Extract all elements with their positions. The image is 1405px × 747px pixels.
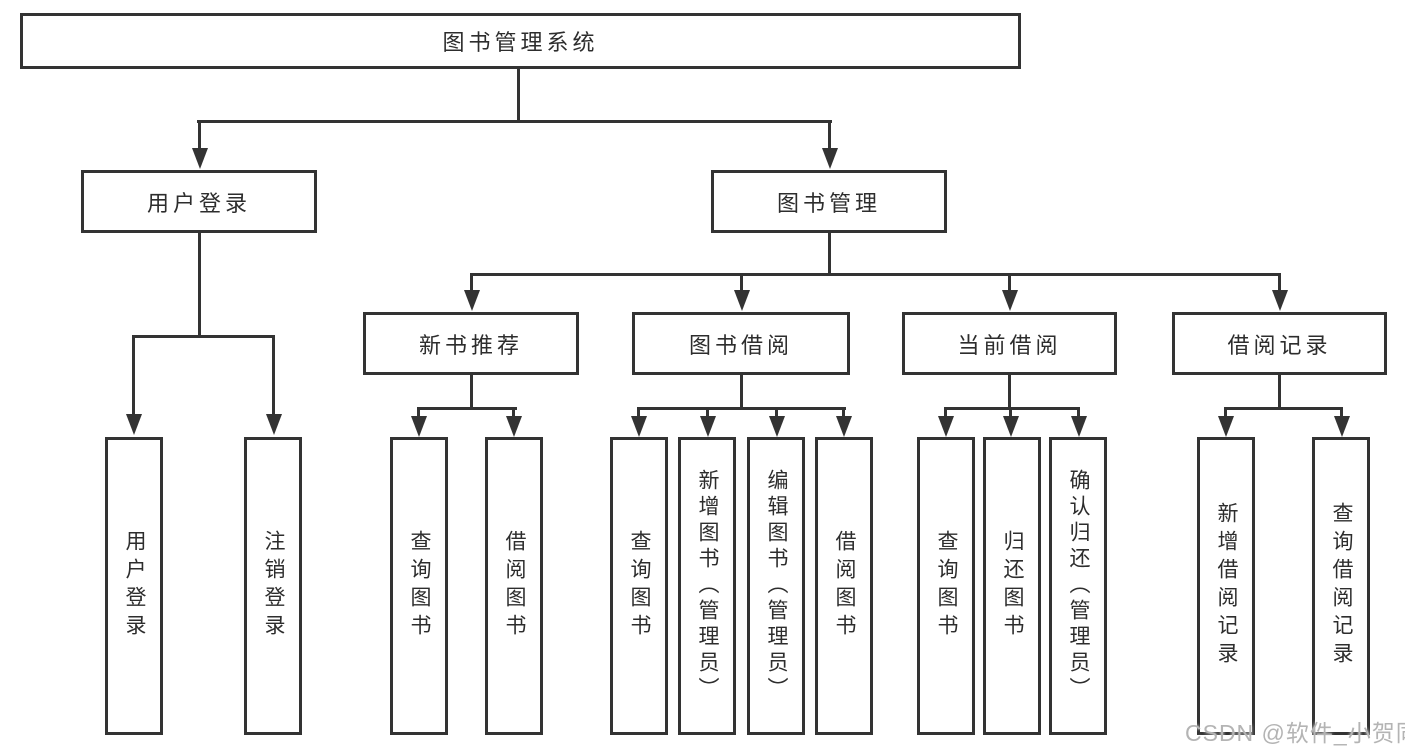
arrow-to-user-login — [191, 121, 208, 169]
node-user-login: 用户登录 — [81, 170, 317, 233]
arrow-currentborrow-leaf-3 — [1070, 409, 1087, 437]
connector-records-bar — [1224, 407, 1343, 410]
node-new-book-recommend: 新书推荐 — [363, 312, 579, 375]
connector-bookborrow-stem — [740, 374, 743, 409]
connector-newbook-stem — [470, 374, 473, 409]
arrow-to-book-borrow — [733, 275, 750, 311]
arrow-to-book-management — [821, 121, 838, 169]
leaf-logout: 注销登录 — [244, 437, 302, 735]
connector-bookborrow-bar — [637, 407, 846, 410]
arrow-to-leaf-user-login — [125, 337, 142, 435]
connector-currentborrow-bar — [944, 407, 1080, 410]
connector-user-login-stem — [198, 232, 201, 337]
connector-currentborrow-stem — [1008, 374, 1011, 409]
node-book-management: 图书管理 — [711, 170, 947, 233]
leaf-user-login: 用户登录 — [105, 437, 163, 735]
arrow-bookborrow-leaf-4 — [835, 409, 852, 437]
node-borrow-records: 借阅记录 — [1172, 312, 1387, 375]
arrow-records-leaf-1 — [1217, 409, 1234, 437]
arrow-newbook-leaf-1 — [410, 409, 427, 437]
arrow-currentborrow-leaf-1 — [937, 409, 954, 437]
leaf-newbook-query-book: 查询图书 — [390, 437, 448, 735]
arrow-to-leaf-logout — [265, 337, 282, 435]
csdn-watermark: CSDN @软件_小贺同学 — [1185, 720, 1405, 746]
connector-level2-bar — [197, 120, 832, 123]
leaf-borrow-borrow-book: 借阅图书 — [815, 437, 873, 735]
connector-user-login-bar — [132, 335, 275, 338]
connector-level3-bar — [470, 273, 1281, 276]
leaf-current-return-book: 归还图书 — [983, 437, 1041, 735]
leaf-records-query-record: 查询借阅记录 — [1312, 437, 1370, 735]
arrow-newbook-leaf-2 — [505, 409, 522, 437]
node-root-library-system: 图书管理系统 — [20, 13, 1021, 69]
arrow-records-leaf-2 — [1333, 409, 1350, 437]
arrow-bookborrow-leaf-3 — [768, 409, 785, 437]
node-book-borrow: 图书借阅 — [632, 312, 850, 375]
arrow-bookborrow-leaf-2 — [699, 409, 716, 437]
leaf-borrow-query-book: 查询图书 — [610, 437, 668, 735]
leaf-borrow-add-book-admin: 新增图书（管理员） — [678, 437, 736, 735]
leaf-records-add-record: 新增借阅记录 — [1197, 437, 1255, 735]
arrow-to-new-book-recommend — [463, 275, 480, 311]
arrow-bookborrow-leaf-1 — [630, 409, 647, 437]
leaf-borrow-edit-book-admin: 编辑图书（管理员） — [747, 437, 805, 735]
connector-root-stem — [517, 68, 520, 122]
leaf-newbook-borrow-book: 借阅图书 — [485, 437, 543, 735]
arrow-currentborrow-leaf-2 — [1002, 409, 1019, 437]
node-current-borrow: 当前借阅 — [902, 312, 1117, 375]
connector-newbook-bar — [417, 407, 517, 410]
arrow-to-current-borrow — [1001, 275, 1018, 311]
arrow-to-borrow-records — [1271, 275, 1288, 311]
connector-book-mgmt-stem — [828, 232, 831, 275]
leaf-current-confirm-return-admin: 确认归还（管理员） — [1049, 437, 1107, 735]
leaf-current-query-book: 查询图书 — [917, 437, 975, 735]
connector-records-stem — [1278, 374, 1281, 409]
